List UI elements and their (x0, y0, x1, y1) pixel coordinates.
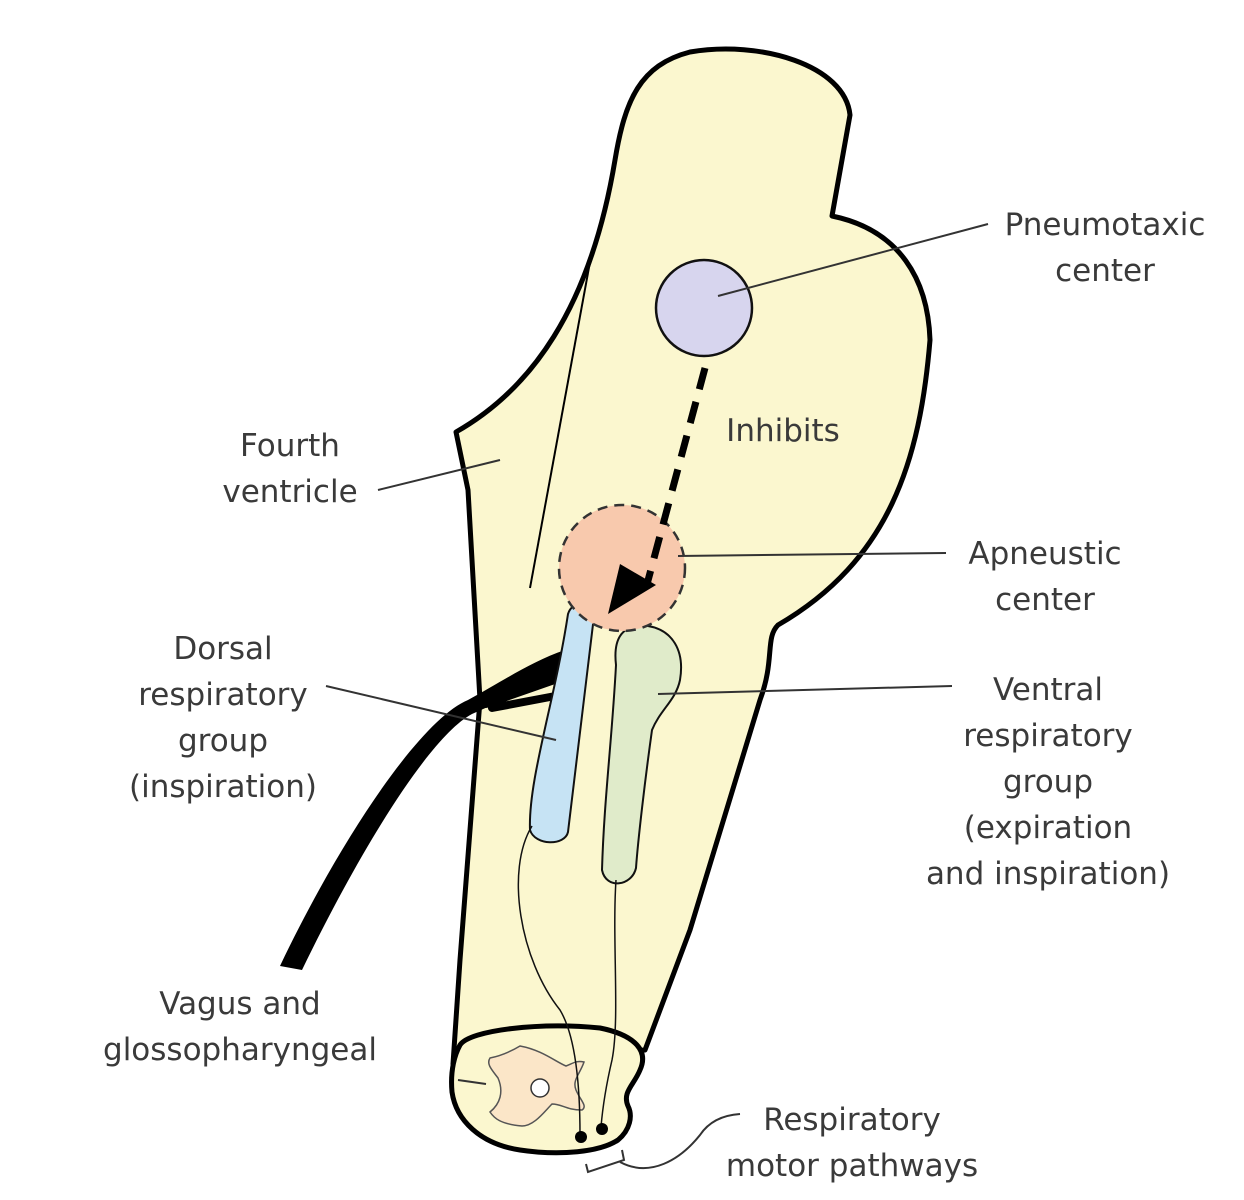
ventral-respiratory-group (600, 624, 683, 885)
fourth-ventricle-edge (529, 261, 591, 589)
ventral-motor-pathway (600, 879, 617, 1128)
fourth-ventricle-leader (377, 459, 501, 491)
apneustic-leader (677, 552, 947, 557)
dorsal-leader (325, 685, 557, 741)
label-vagus-glossopharyngeal: Vagus and glossopharyngeal (103, 986, 377, 1068)
motor-pathways-leader (619, 1113, 741, 1170)
label-pneumotaxic-center: Pneumotaxic center (1004, 207, 1206, 289)
label-inhibits: Inhibits (726, 413, 840, 449)
pneumotaxic-leader (717, 223, 989, 297)
pneumotaxic-center (654, 258, 754, 358)
inhibits-arrowhead (608, 564, 656, 614)
motor-pathway-dot-1 (575, 1131, 587, 1143)
motor-pathways-bracket (585, 1149, 626, 1174)
dorsal-motor-pathway (517, 825, 581, 1136)
spinal-leader (457, 1079, 487, 1085)
motor-pathway-dot-2 (596, 1123, 608, 1135)
label-ventral-respiratory-group: Ventral respiratory group (expiration an… (925, 672, 1171, 892)
label-dorsal-respiratory-group: Dorsal respiratory group (inspiration) (128, 631, 317, 805)
central-canal (530, 1078, 550, 1098)
ventral-leader (657, 685, 953, 695)
label-respiratory-motor-pathways: Respiratory motor pathways (725, 1102, 979, 1184)
inhibits-arrow-line (642, 367, 709, 589)
label-fourth-ventricle: Fourth ventricle (222, 428, 358, 510)
label-apneustic-center: Apneustic center (968, 536, 1122, 618)
